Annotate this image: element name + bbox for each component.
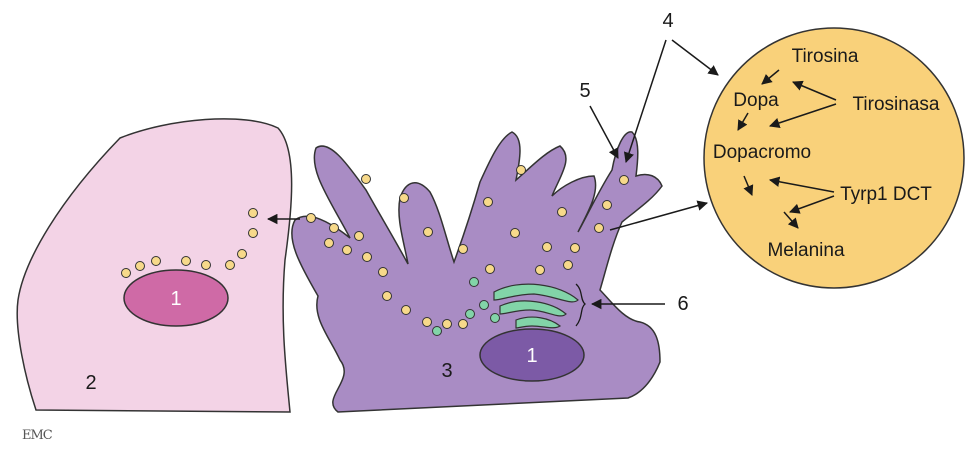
melanina-label: Melanina <box>767 240 845 261</box>
callout-6-label: 6 <box>677 293 688 315</box>
callout-5-arrow <box>590 106 618 158</box>
melanocyte-nucleus-label: 1 <box>526 345 537 367</box>
emc-logo: EMC <box>22 428 52 443</box>
dopa-label: Dopa <box>733 90 779 111</box>
melanocyte-cell <box>292 132 662 412</box>
dopacromo-label: Dopacromo <box>713 142 811 163</box>
callout-4-arrow-to-circle <box>672 40 718 75</box>
melanocyte-label: 3 <box>441 360 452 382</box>
callout-4-label: 4 <box>662 10 673 32</box>
keratinocyte-nucleus-label: 1 <box>170 288 181 310</box>
keratinocyte-label: 2 <box>85 372 96 394</box>
tirosina-label: Tirosina <box>792 46 859 67</box>
callout-4-arrow-to-dendrite <box>626 40 666 162</box>
callout-5-label: 5 <box>579 80 590 102</box>
tyrp1-dct-label: Tyrp1 DCT <box>840 184 932 205</box>
tirosinasa-label: Tirosinasa <box>853 94 940 115</box>
